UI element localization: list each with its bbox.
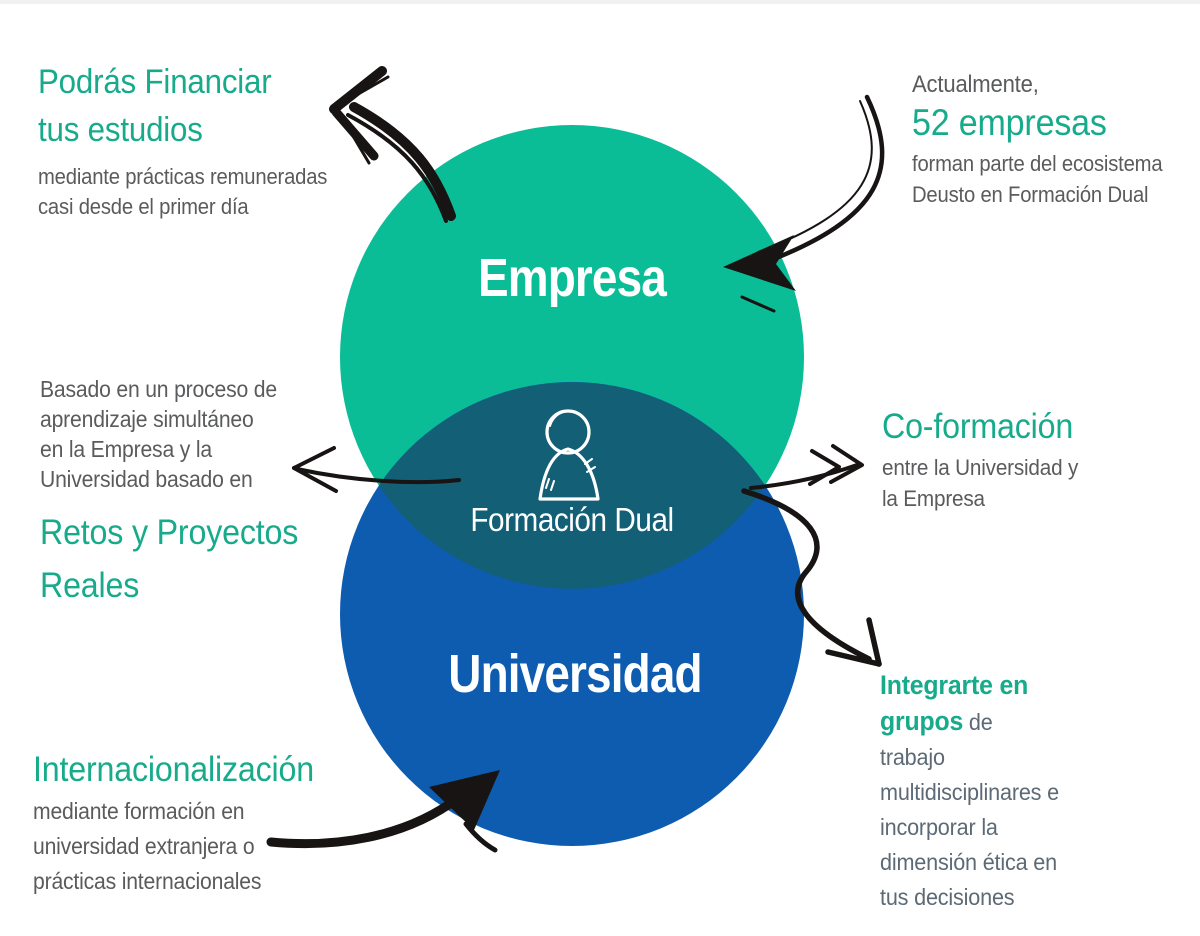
- retos-heading-line1: Retos y Proyectos: [40, 513, 299, 552]
- retos-body-line4: Universidad basado en: [40, 466, 253, 492]
- internacionalizacion-heading: Internacionalización: [33, 750, 314, 789]
- person-icon: [538, 409, 600, 501]
- universidad-label: Universidad: [448, 644, 702, 704]
- financiar-heading-line2: tus estudios: [38, 111, 203, 149]
- empresa-label: Empresa: [478, 248, 667, 308]
- internacionalizacion-body-line2: universidad extranjera o: [33, 833, 255, 859]
- top-edge-strip: [0, 0, 1200, 4]
- empresas-body-line2: Deusto en Formación Dual: [912, 182, 1149, 207]
- empresas-intro: Actualmente,: [912, 71, 1039, 98]
- internacionalizacion-body-line1: mediante formación en: [33, 798, 245, 824]
- arrow-top-right: [723, 94, 885, 313]
- coformacion-heading: Co-formación: [882, 407, 1074, 446]
- financiar-body-line2: casi desde el primer día: [38, 194, 249, 219]
- empresas-body-line1: forman parte del ecosistema: [912, 151, 1163, 176]
- arrow-mid-left: [292, 446, 461, 493]
- annotation-coformacion: Co-formación entre la Universidad y la E…: [882, 406, 1078, 514]
- annotation-financiar: Podrás Financiar tus estudios mediante p…: [38, 58, 327, 222]
- arrow-s-curve-right: [741, 488, 882, 667]
- annotation-retos: Basado en un proceso de aprendizaje simu…: [40, 374, 298, 612]
- retos-body-line2: aprendizaje simultáneo: [40, 406, 254, 432]
- internacionalizacion-body-line3: prácticas internacionales: [33, 868, 262, 894]
- annotation-empresas: Actualmente, 52 empresas forman parte de…: [912, 70, 1163, 210]
- integrarte-highlight: Integrarte en grupos: [880, 670, 1029, 736]
- financiar-body-line1: mediante prácticas remuneradas: [38, 164, 328, 189]
- annotation-integrarte: Integrarte en grupos de trabajo multidis…: [880, 668, 1060, 915]
- arrow-bottom-left: [266, 770, 500, 853]
- arrow-mid-right: [749, 444, 864, 490]
- empresas-highlight: 52 empresas: [912, 102, 1107, 143]
- overlap-lens: [379, 382, 765, 589]
- retos-body-line3: en la Empresa y la: [40, 436, 212, 462]
- retos-heading-line2: Reales: [40, 566, 140, 605]
- financiar-heading-line1: Podrás Financiar: [38, 63, 272, 101]
- arrow-top-left: [329, 66, 456, 223]
- retos-body-line1: Basado en un proceso de: [40, 376, 277, 402]
- formacion-dual-label: Formación Dual: [470, 501, 674, 538]
- annotation-internacionalizacion: Internacionalización mediante formación …: [33, 748, 314, 899]
- coformacion-body-line2: la Empresa: [882, 486, 985, 511]
- coformacion-body-line1: entre la Universidad y: [882, 455, 1079, 480]
- integrarte-rest: de trabajo multidisciplinares e incorpor…: [880, 709, 1059, 910]
